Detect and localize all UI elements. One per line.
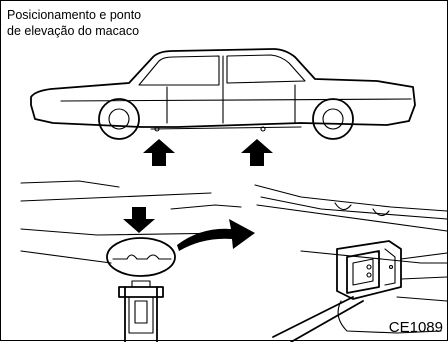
jack-point-magnifier [106,237,176,277]
car-window-line [138,55,220,86]
rear-jack-notch [260,126,266,132]
car-sill [150,126,302,130]
jack-base-curve [337,300,442,334]
body-panel-edge [254,184,448,212]
caption-line-1: Posicionamento e ponto [7,8,142,22]
jack-saddle [336,240,402,300]
front-lift-arrow [143,139,175,166]
sill-line-top [20,180,120,188]
sill-line-low [20,228,232,236]
sill-line-mid [20,192,212,202]
jack-tool [118,280,164,342]
car-front-wheel [98,98,140,140]
rear-lift-arrow [241,139,273,166]
car-body-outline [30,48,416,128]
car-rear-window [226,54,306,84]
jack-arm [272,296,364,342]
sill-flange [260,196,448,220]
jack-base-lines [396,252,448,302]
sill-line-side [170,204,242,210]
car-side-view [30,48,416,140]
sill-line-bottom [20,250,112,264]
jack-head-detail [254,184,448,342]
car-rear-wheel [312,98,354,140]
car-belt-line [60,98,412,102]
caption-line-2: de elevação do macaco [7,24,140,38]
front-jack-notch [154,126,160,132]
figure-code: CE1089 [388,319,443,336]
diagram-caption: Posicionamento e ponto de elevação do ma… [7,7,197,39]
curved-pointer-arrow [177,219,255,251]
down-arrow [123,207,155,233]
sill-detail [20,180,242,264]
sill-notches [334,202,390,217]
